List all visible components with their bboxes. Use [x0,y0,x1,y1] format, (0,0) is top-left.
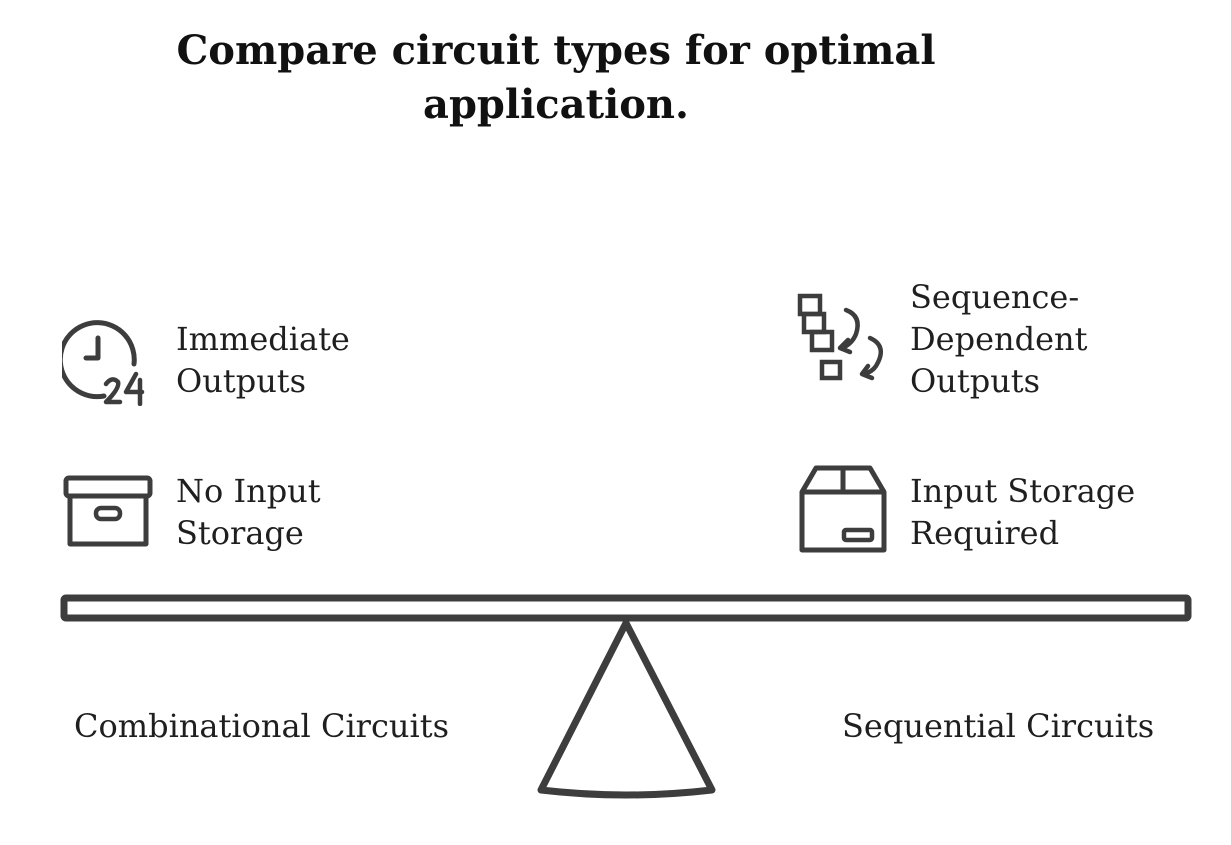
feature-input-storage-required: Input Storage Required [910,470,1150,554]
right-side-label: Sequential Circuits [842,707,1155,745]
page-title: Compare circuit types for optimal applic… [176,27,936,128]
scale-beam [60,594,1192,622]
feature-text: Immediate Outputs [176,320,350,400]
storage-box-icon [62,474,154,552]
sequence-blocks-icon [796,292,888,384]
feature-no-input-storage: No Input Storage [176,470,346,554]
feature-sequence-dependent-outputs: Sequence-Dependent Outputs [910,276,1110,402]
feature-immediate-outputs: Immediate Outputs [176,318,376,402]
package-box-icon [798,464,888,556]
feature-text: Input Storage Required [910,472,1136,552]
scale-fulcrum [537,619,716,799]
feature-text: Sequence-Dependent Outputs [910,278,1088,400]
feature-text: No Input Storage [176,472,321,552]
left-side-label: Combinational Circuits [74,707,450,745]
clock-24-icon [62,314,154,406]
